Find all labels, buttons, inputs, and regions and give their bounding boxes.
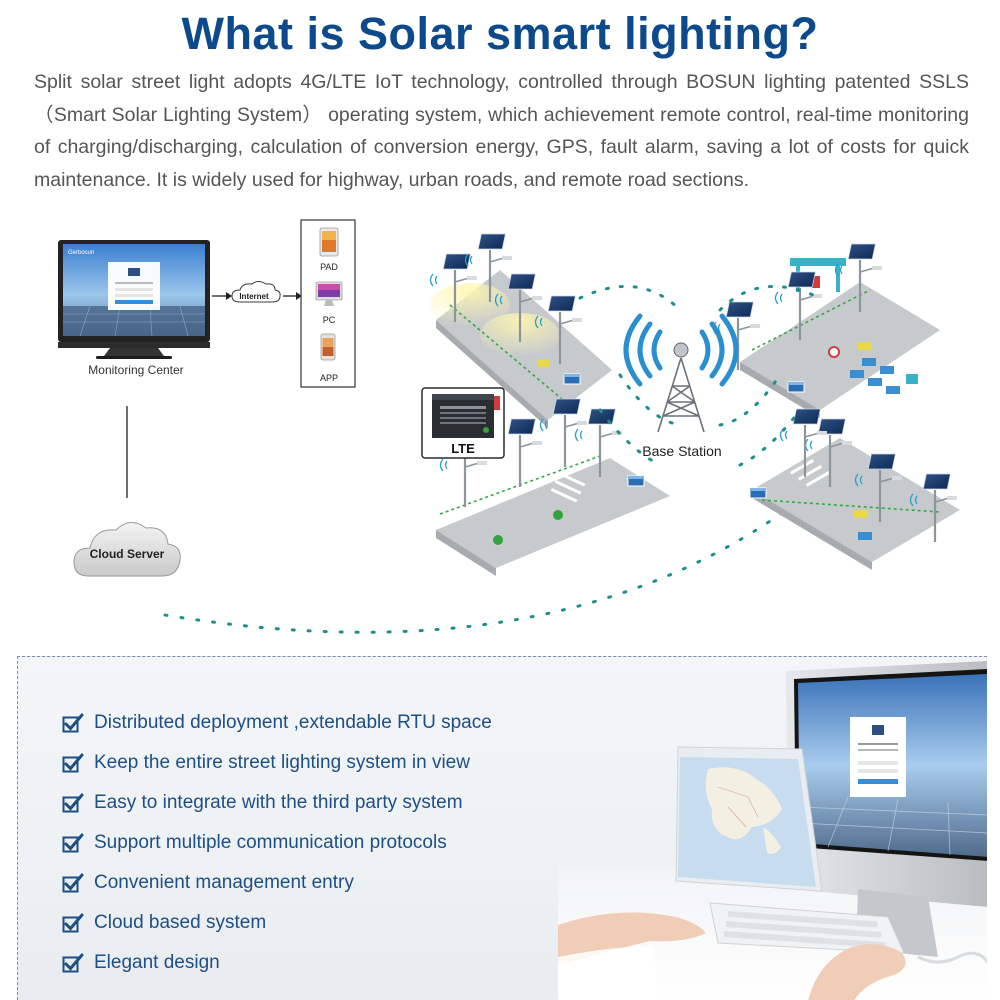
lte-controller-device (421, 387, 505, 459)
feature-item: Keep the entire street lighting system i… (62, 743, 492, 783)
signal-waves (578, 285, 822, 467)
map-screen (675, 746, 823, 892)
monitoring-center-monitor: Gerbosun (58, 240, 210, 359)
feature-item: Support multiple communication protocols (62, 823, 492, 863)
page-title: What is Solar smart lighting? (181, 8, 819, 59)
feature-text: Easy to integrate with the third party s… (94, 792, 463, 813)
road-top-right (712, 242, 940, 418)
keyboard (709, 902, 905, 954)
checkbox-checked-icon (62, 753, 84, 773)
base-station-label: Base Station (642, 443, 721, 459)
internet-link (212, 281, 302, 303)
phone-icon (320, 333, 336, 361)
base-station-tower (623, 313, 739, 433)
feature-text: Elegant design (94, 952, 220, 973)
system-diagram: Gerbosun Monitoring Center Internet PAD … (58, 219, 960, 634)
feature-item: Distributed deployment ,extendable RTU s… (62, 703, 492, 743)
feature-item: Convenient management entry (62, 863, 492, 903)
internet-label: Internet (239, 292, 269, 301)
computer-icon (315, 281, 343, 306)
checkbox-checked-icon (62, 713, 84, 733)
cloud-server-icon (73, 522, 181, 577)
feature-text: Keep the entire street lighting system i… (94, 752, 470, 773)
feature-text: Distributed deployment ,extendable RTU s… (94, 712, 492, 733)
checkbox-checked-icon (62, 793, 84, 813)
checkbox-checked-icon (62, 873, 84, 893)
cloud-server-label: Cloud Server (90, 547, 165, 561)
feature-text: Support multiple communication protocols (94, 832, 447, 853)
device-label: PAD (320, 262, 338, 272)
feature-item: Easy to integrate with the third party s… (62, 783, 492, 823)
intro-paragraph: Split solar street light adopts 4G/LTE I… (34, 71, 969, 191)
device-list: PAD PC APP (300, 219, 356, 388)
road-top-left (429, 232, 612, 428)
screen-brand: Gerbosun (68, 250, 94, 256)
checkbox-checked-icon (62, 953, 84, 973)
wireless-link-arc (163, 498, 802, 634)
road-bottom-left (436, 397, 670, 576)
monitoring-center-label: Monitoring Center (88, 363, 183, 377)
checkbox-checked-icon (62, 913, 84, 933)
workstation-illustration (558, 661, 987, 1000)
device-label: PC (323, 315, 336, 325)
road-bottom-right (749, 407, 960, 570)
lte-label: LTE (451, 441, 475, 456)
feature-item: Cloud based system (62, 903, 492, 943)
hands (558, 912, 906, 1000)
parking-lot (850, 358, 918, 394)
feature-text: Cloud based system (94, 912, 267, 933)
feature-list: Distributed deployment ,extendable RTU s… (62, 703, 492, 983)
checkbox-checked-icon (62, 833, 84, 853)
feature-text: Convenient management entry (94, 872, 354, 893)
feature-item: Elegant design (62, 943, 492, 983)
device-label: APP (320, 373, 338, 383)
features-panel: Distributed deployment ,extendable RTU s… (17, 656, 987, 1000)
tablet-icon (319, 227, 339, 257)
desktop-computer (786, 661, 987, 957)
